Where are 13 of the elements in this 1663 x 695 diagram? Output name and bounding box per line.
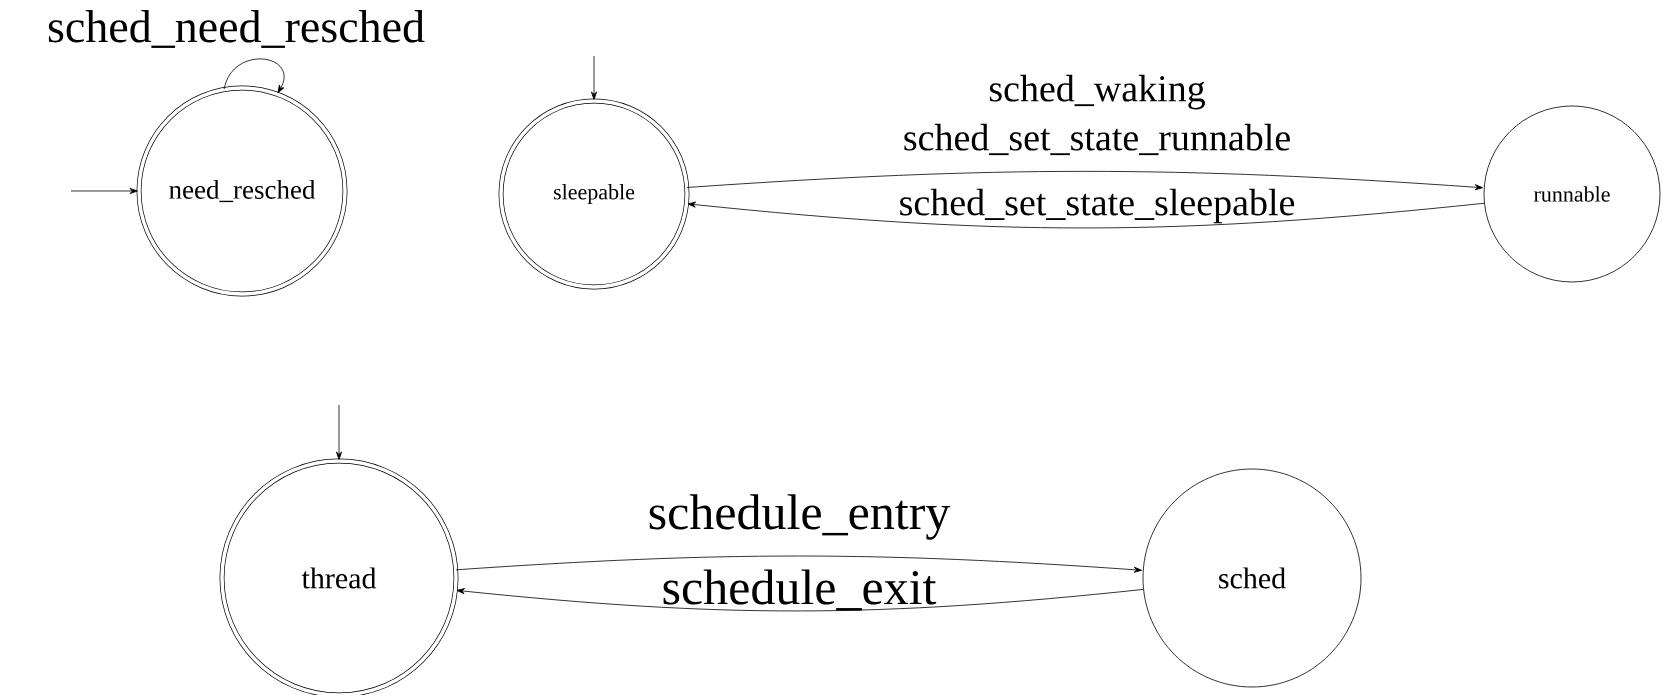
edge-label: sched_need_resched <box>48 10 425 48</box>
self-loop-arrow <box>223 58 285 94</box>
edge-label: sched_waking sched_set_state_runnable <box>904 74 1290 156</box>
arrow <box>455 555 1143 573</box>
edge-label: schedule_entry <box>649 494 951 540</box>
arrow <box>591 55 598 100</box>
arrow <box>70 188 138 194</box>
edge-label: sched_set_state_sleepable <box>900 188 1295 224</box>
arrow <box>687 201 1485 229</box>
arrow <box>456 588 1144 612</box>
arrow <box>686 170 1483 191</box>
edge-label: schedule_exit <box>663 569 937 611</box>
arrow <box>336 404 343 460</box>
